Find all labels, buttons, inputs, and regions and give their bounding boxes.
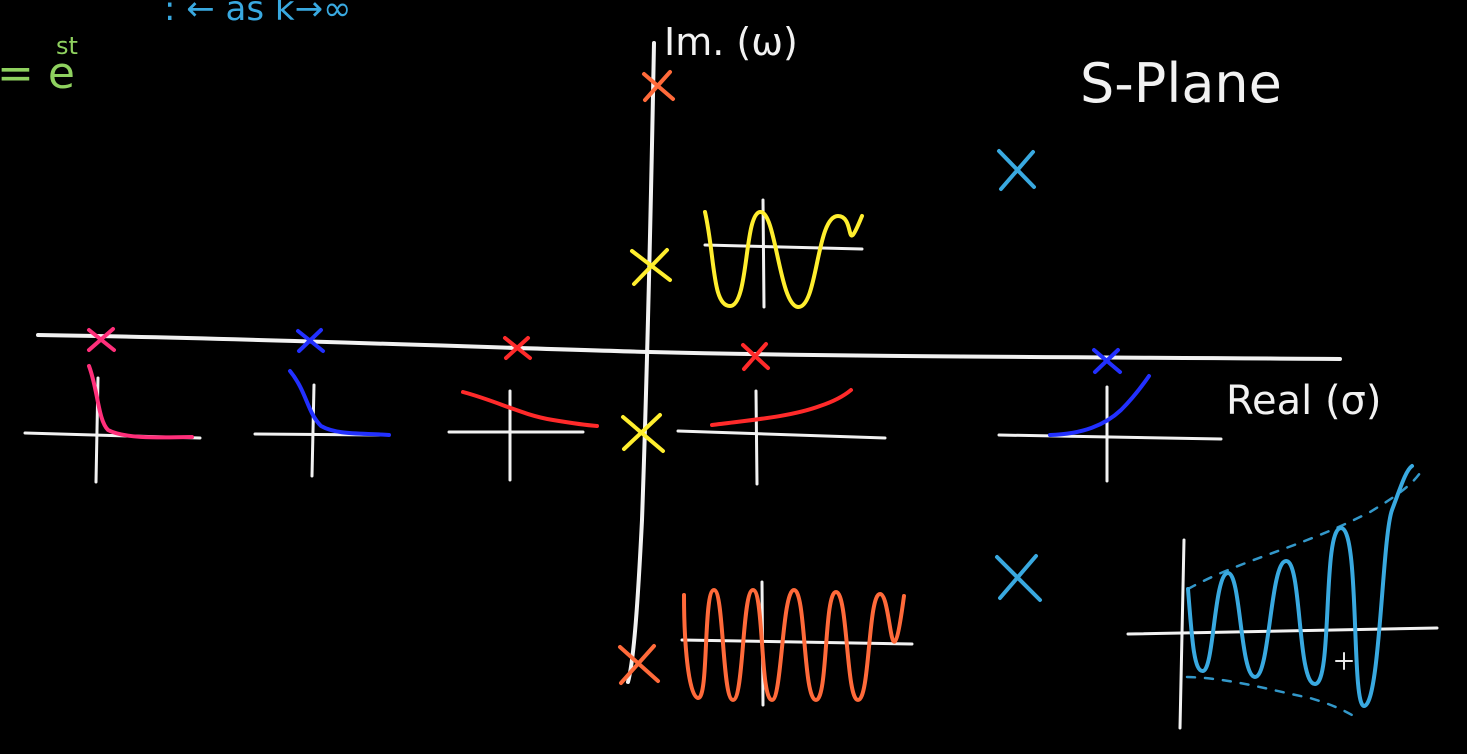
pole-yellow-upper (630, 248, 672, 286)
response-orange-oscillation (682, 588, 906, 702)
exponential-formula-exponent: st (56, 32, 78, 60)
response-blue-right-growth (1048, 374, 1151, 437)
response-magenta-decay (87, 364, 194, 440)
convergence-note: : ← as k→∞ (164, 0, 351, 29)
imaginary-axis-label: Im. (ω) (664, 20, 798, 64)
pole-blue-right (1092, 348, 1122, 374)
pole-red-right (741, 342, 770, 371)
imaginary-axis (626, 41, 656, 684)
pole-cyan-lower (995, 554, 1042, 602)
response-cyan-axes (1126, 538, 1439, 730)
pole-red-left (503, 336, 532, 360)
response-cyan-envelope-upper (1186, 471, 1422, 591)
response-blue-left-axes (253, 383, 388, 478)
pole-blue-left (296, 328, 325, 353)
pole-magenta (87, 327, 116, 352)
response-red-right-growth (710, 388, 853, 427)
pole-cyan-upper (997, 149, 1036, 191)
response-red-left-decay (461, 390, 599, 428)
response-red-right-axes (676, 389, 887, 486)
response-blue-right-axes (997, 385, 1223, 483)
pole-orange-lower (618, 644, 660, 685)
pole-yellow-lower (621, 413, 665, 453)
response-cyan-oscillation (1186, 464, 1414, 708)
exponential-formula: = e (0, 48, 75, 99)
response-orange-axes (680, 580, 914, 707)
cursor-cross-icon (1335, 652, 1353, 670)
response-cyan-envelope-lower (1185, 675, 1362, 722)
response-yellow-oscillation (703, 210, 864, 310)
s-plane-title: S-Plane (1080, 52, 1282, 115)
response-yellow-axes (703, 198, 864, 309)
pole-orange-upper (642, 70, 675, 102)
real-axis-label: Real (σ) (1226, 378, 1382, 424)
response-blue-left-decay (288, 369, 391, 437)
real-axis (36, 333, 1342, 361)
response-red-left-axes (447, 389, 585, 482)
